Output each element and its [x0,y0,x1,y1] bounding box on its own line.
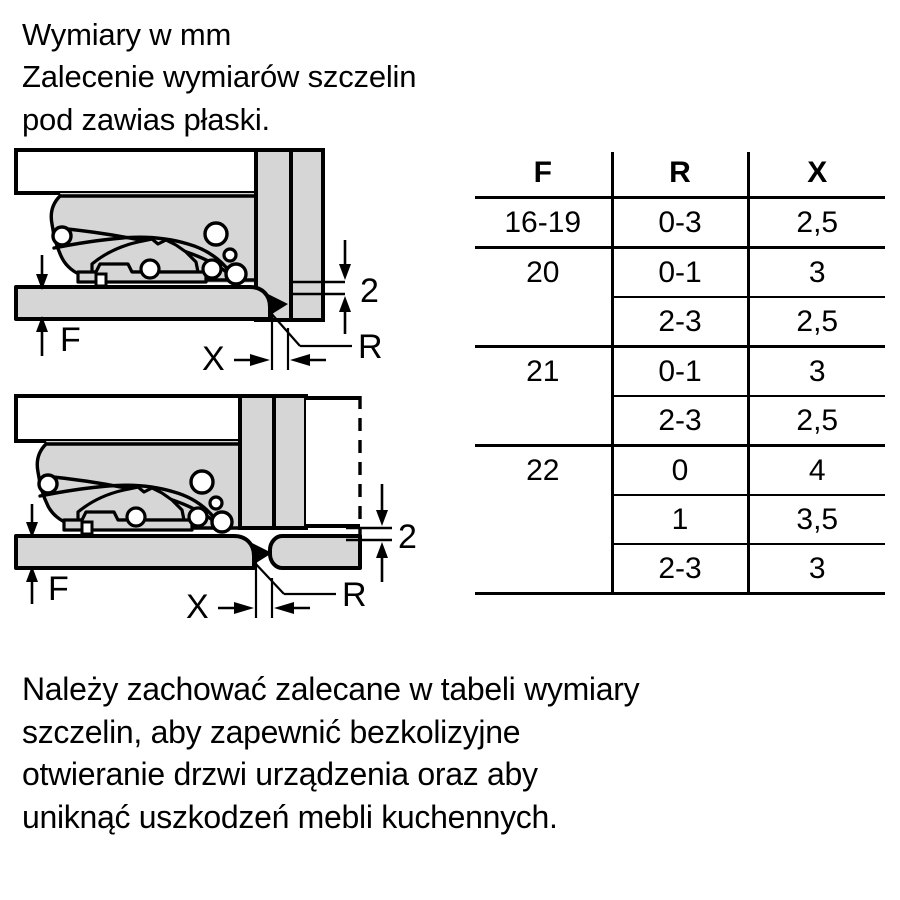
column-header-x: X [748,152,885,199]
hinge-pivot [224,262,248,286]
hinge-pivot [222,247,238,263]
upper-label-gap: 2 [360,272,379,310]
cell-x: 4 [748,444,885,495]
f-arrow-down [26,522,38,538]
column-header-f: F [475,152,614,199]
clearance-table: F R X 16-19 0-3 2,5 20 0-1 3 2-3 2,5 [475,152,885,596]
upper-label-x: X [202,340,225,378]
cell-r: 1 [612,494,750,544]
r-arrow [268,294,288,314]
cell-f: 22 [475,444,614,495]
cell-r: 0-1 [612,246,750,297]
x-arrow-right [250,354,270,366]
cell-f [475,396,614,446]
cell-f [475,495,614,544]
hinge-diagram-upper: F X R 2 [0,142,430,382]
cell-r: 0-3 [612,196,750,248]
table-row: 16-19 0-3 2,5 [475,196,885,248]
cell-r: 0 [612,444,750,495]
hinge-pivot [51,225,73,247]
cell-f: 20 [475,246,614,297]
hinge-pivot [203,221,229,247]
cell-f: 16-19 [475,196,614,248]
cell-f: 21 [475,345,614,396]
f-arrow-up [36,316,48,332]
cell-r: 0-1 [612,345,750,396]
lower-label-r: R [342,576,367,614]
table-row: 22 0 4 [475,444,885,495]
upper-diagram-geometry [14,148,352,370]
cell-x: 3 [748,543,885,594]
cell-x: 3 [748,246,885,297]
table-row: 2-3 2,5 [475,395,885,446]
f-arrow-up [26,566,38,582]
cell-r: 2-3 [612,543,750,594]
cell-x: 2,5 [748,196,885,248]
upper-label-r: R [358,328,383,366]
lower-label-f: F [48,570,69,608]
x-arrow-left [290,354,310,366]
cell-x: 2,5 [748,296,885,347]
cell-r: 2-3 [612,395,750,446]
table-row: 20 0-1 3 [475,246,885,297]
closing-note: Należy zachować zalecane w tabeli wymiar… [22,671,640,835]
hinge-pivot [201,258,223,280]
hinge-pivot [125,506,147,528]
x-arrow-left [274,602,294,614]
hinge-pivot [189,469,215,495]
r-arrow [252,543,272,563]
f-arrow-down [36,274,48,290]
cell-r: 2-3 [612,296,750,347]
hinge-pivot [208,495,224,511]
cell-x: 3,5 [748,494,885,544]
table-row: 2-3 3 [475,543,885,594]
table-bottom-rule [475,592,885,596]
upper-label-f: F [60,321,81,359]
cell-x: 2,5 [748,395,885,446]
cell-f [475,544,614,594]
lower-label-gap: 2 [398,518,417,556]
gap-arrow-up [376,542,388,558]
table-header-row: F R X [475,152,885,199]
hinge-pivot [210,510,234,534]
gap-arrow-up [339,296,351,312]
lower-label-x: X [186,588,209,626]
hinge-diagram-lower: F X R 2 [0,388,430,628]
gap-arrow-down [376,510,388,526]
hinge-pivot [187,506,209,528]
lower-diagram-geometry [14,394,392,618]
hinge-pivot [139,258,161,280]
table-row: 2-3 2,5 [475,296,885,347]
page-title: Wymiary w mm Zalecenie wymiarów szczelin… [22,17,417,137]
x-arrow-right [234,602,254,614]
table-row: 1 3,5 [475,494,885,544]
column-header-r: R [612,152,750,199]
cell-f [475,297,614,347]
hinge-pivot [37,473,59,495]
table-row: 21 0-1 3 [475,345,885,396]
cell-x: 3 [748,345,885,396]
gap-arrow-down [339,264,351,280]
